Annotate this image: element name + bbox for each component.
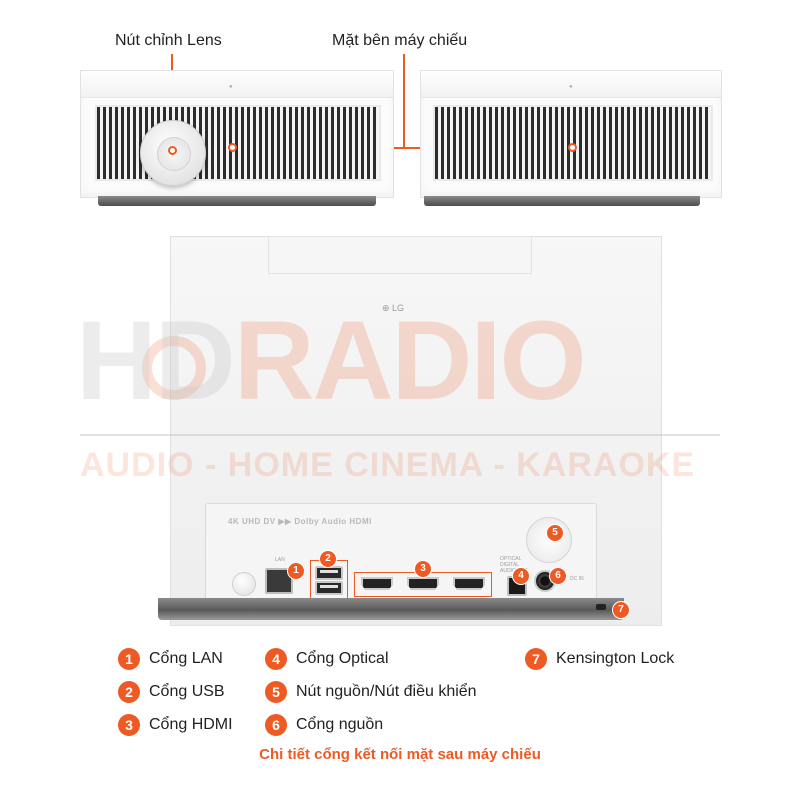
legend-item-power-button: 5 Nút nguồn/Nút điều khiển bbox=[265, 681, 477, 703]
callout-4: 4 bbox=[512, 567, 530, 585]
watermark-brand-part2: RADIO bbox=[233, 298, 587, 423]
projector-side-view-right: ● bbox=[420, 70, 722, 198]
vent-grille bbox=[433, 105, 713, 181]
hdmi-port-1[interactable] bbox=[361, 577, 393, 590]
legend-item-optical: 4 Cổng Optical bbox=[265, 648, 389, 670]
lens-knob-marker bbox=[168, 146, 177, 155]
projector-lid bbox=[268, 236, 532, 274]
legend-label: Cổng nguồn bbox=[296, 716, 384, 733]
hdmi-port-3[interactable] bbox=[453, 577, 485, 590]
lan-port-label: LAN bbox=[275, 557, 285, 563]
legend-label: Cổng LAN bbox=[149, 650, 223, 667]
usb-port-top[interactable] bbox=[315, 566, 343, 580]
hdmi-port-2[interactable] bbox=[407, 577, 439, 590]
lens-knob-label: Nút chỉnh Lens bbox=[115, 32, 222, 49]
lg-mark: ● bbox=[229, 84, 233, 90]
watermark-tagline: AUDIO - HOME CINEMA - KARAOKE bbox=[80, 446, 696, 484]
legend-label: Kensington Lock bbox=[556, 650, 675, 667]
callout-6: 6 bbox=[549, 567, 567, 585]
legend-number: 4 bbox=[265, 648, 287, 670]
legend-label: Cổng Optical bbox=[296, 650, 389, 667]
side-view-pointer-line bbox=[403, 54, 405, 148]
legend-label: Cổng USB bbox=[149, 683, 225, 700]
caption: Chi tiết cổng kết nối mặt sau máy chiếu bbox=[259, 746, 541, 763]
callout-1: 1 bbox=[287, 562, 305, 580]
legend-number: 3 bbox=[118, 714, 140, 736]
legend-item-power-port: 6 Cổng nguồn bbox=[265, 714, 383, 736]
projector-top-surface bbox=[81, 71, 393, 98]
legend-label: Cổng HDMI bbox=[149, 716, 233, 733]
watermark-brand: HDRADIO bbox=[76, 305, 587, 417]
callout-5: 5 bbox=[546, 524, 564, 542]
watermark-brand-part1: HD bbox=[76, 298, 236, 423]
lg-mark: ● bbox=[569, 84, 573, 90]
legend-number: 6 bbox=[265, 714, 287, 736]
callout-2: 2 bbox=[319, 550, 337, 568]
legend-item-usb: 2 Cổng USB bbox=[118, 681, 225, 703]
certification-logos: 4K UHD DV ▶▶ Dolby Audio HDMI bbox=[228, 517, 372, 526]
legend-number: 1 bbox=[118, 648, 140, 670]
projector-side-view-left: ● bbox=[80, 70, 394, 198]
side-left-marker bbox=[228, 143, 237, 152]
watermark-ring bbox=[142, 336, 206, 400]
projector-base bbox=[424, 196, 700, 206]
power-port-label: DC IN bbox=[570, 576, 584, 582]
projector-base bbox=[98, 196, 376, 206]
callout-7: 7 bbox=[612, 601, 630, 619]
legend-number: 2 bbox=[118, 681, 140, 703]
legend-number: 7 bbox=[525, 648, 547, 670]
legend-item-lan: 1 Cổng LAN bbox=[118, 648, 223, 670]
ir-sensor-window bbox=[232, 572, 256, 596]
lg-logo: ⊕ LG bbox=[382, 303, 405, 313]
kensington-slot[interactable] bbox=[596, 604, 606, 610]
legend-item-kensington: 7 Kensington Lock bbox=[525, 648, 674, 670]
legend-item-hdmi: 3 Cổng HDMI bbox=[118, 714, 233, 736]
legend-number: 5 bbox=[265, 681, 287, 703]
side-right-marker bbox=[568, 143, 577, 152]
usb-port-bottom[interactable] bbox=[315, 581, 343, 595]
projector-foot bbox=[158, 598, 624, 620]
side-view-connector-line bbox=[232, 147, 572, 149]
legend-label: Nút nguồn/Nút điều khiển bbox=[296, 683, 477, 700]
watermark-divider bbox=[80, 434, 720, 436]
side-view-label: Mặt bên máy chiếu bbox=[332, 32, 468, 49]
vent-grille bbox=[95, 105, 381, 181]
projector-top-surface bbox=[421, 71, 721, 98]
callout-3: 3 bbox=[414, 560, 432, 578]
